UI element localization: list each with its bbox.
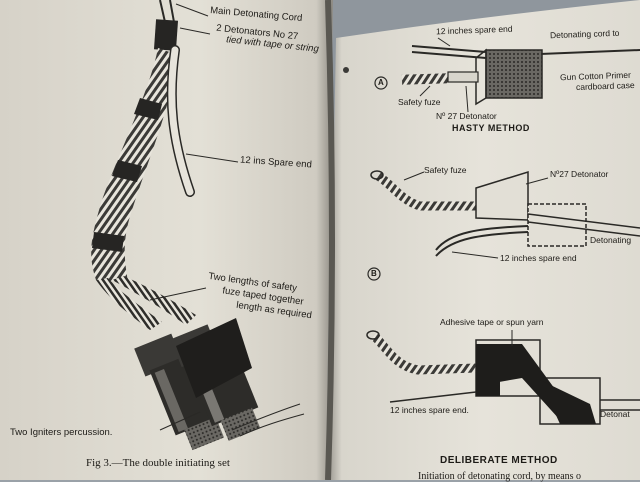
marker-a: A	[378, 78, 384, 87]
middle-detonator-label: Nº27 Detonator	[550, 169, 609, 179]
middle-spare-end-label: 12 inches spare end	[500, 253, 577, 263]
hasty-safety-fuze-label: Safety fuze	[398, 97, 441, 107]
detonator-assembly-drawing	[370, 170, 640, 259]
hasty-cord-label: Detonating cord to	[549, 27, 620, 41]
hasty-method-drawing	[374, 37, 640, 113]
deliberate-cord-label: Detonat	[600, 409, 630, 419]
hasty-detonator-label: Nº 27 Detonator	[436, 111, 497, 121]
left-page	[0, 0, 333, 480]
middle-safety-fuze-label: Safety fuze	[424, 165, 467, 175]
right-page	[326, 0, 640, 480]
book-gutter	[325, 0, 335, 480]
figure-caption: Fig 3.—The double initiating set	[86, 457, 230, 469]
body-text-fragment: Initiation of detonating cord, by means …	[418, 471, 582, 482]
deliberate-method-title: DELIBERATE METHOD	[440, 455, 558, 466]
primer-label-line-2: cardboard case	[575, 79, 635, 93]
adhesive-tape-label: Adhesive tape or spun yarn	[440, 317, 544, 327]
middle-cord-label: Detonating	[590, 235, 632, 245]
hasty-method-title: HASTY METHOD	[452, 123, 530, 133]
deliberate-spare-end-label: 12 inches spare end.	[390, 405, 469, 415]
marker-b: B	[371, 269, 377, 278]
double-initiating-set-drawing	[91, 0, 305, 451]
deliberate-method-drawing	[366, 267, 640, 425]
igniters-label: Two Igniters percussion.	[10, 427, 113, 438]
